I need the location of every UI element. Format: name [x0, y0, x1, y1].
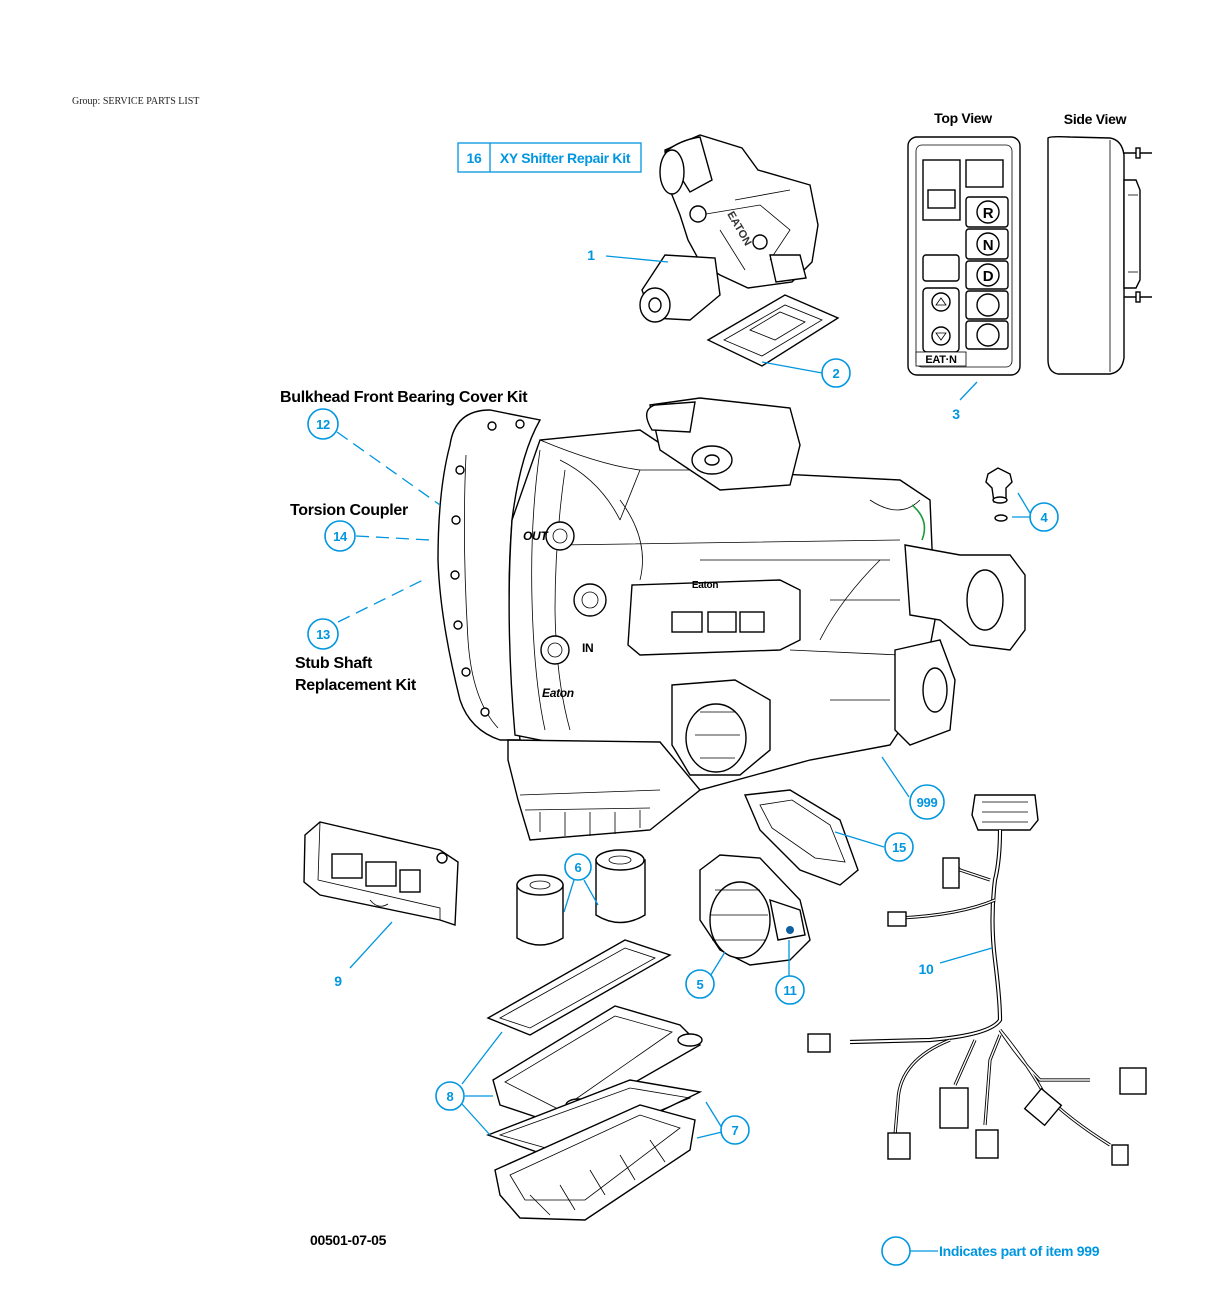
callout-12: 12	[316, 417, 330, 432]
kit-box-label: XY Shifter Repair Kit	[500, 150, 631, 166]
group-label: Group: SERVICE PARTS LIST	[72, 96, 200, 107]
side-view-label: Side View	[1064, 111, 1127, 127]
kit-box-16: 16 XY Shifter Repair Kit	[457, 142, 642, 173]
callout-3: 3	[952, 406, 960, 422]
figure-number: 00501-07-05	[310, 1232, 387, 1248]
harness-10-drawing	[807, 794, 1147, 1166]
case-brand-label: Eaton	[542, 686, 574, 700]
callout-2: 2	[833, 366, 840, 381]
shift-pad-side-view	[1047, 135, 1152, 375]
torsion-title: Torsion Coupler	[290, 502, 408, 519]
legend-text: Indicates part of item 999	[939, 1243, 1100, 1259]
callout-4: 4	[1041, 510, 1049, 525]
callout-11: 11	[783, 983, 796, 998]
filters-6-drawing	[516, 849, 646, 946]
tcm-9-drawing	[303, 821, 459, 926]
callout-7: 7	[732, 1123, 739, 1138]
in-port-label: IN	[582, 641, 593, 655]
transmission-drawing: OUT IN Eaton Eaton	[437, 397, 1026, 841]
callout-6: 6	[575, 860, 582, 875]
legend-circle-icon	[881, 1236, 911, 1266]
xy-shifter-drawing: EATON	[639, 134, 819, 323]
callout-15: 15	[892, 840, 906, 855]
sensor-4-drawing	[985, 467, 1013, 522]
bulkhead-title: Bulkhead Front Bearing Cover Kit	[280, 389, 528, 406]
callout-9: 9	[334, 973, 342, 989]
callout-999: 999	[917, 795, 938, 810]
callout-13: 13	[316, 627, 330, 642]
callout-14: 14	[333, 529, 348, 544]
callout-10: 10	[919, 961, 934, 977]
oil-pan-7-8-drawing	[485, 939, 703, 1221]
callout-5: 5	[697, 977, 704, 992]
kit-box-number: 16	[467, 150, 482, 166]
callout-1: 1	[587, 247, 595, 263]
leader-lines	[336, 255, 1031, 1252]
shift-pad-top-view: R N D EAT·N	[907, 136, 1021, 376]
gasket-2-drawing	[706, 294, 840, 367]
button-r-label: R	[983, 205, 994, 222]
button-d-label: D	[983, 268, 994, 285]
top-view-label: Top View	[934, 110, 992, 126]
shift-pad-buttons: R N D	[965, 196, 1009, 350]
stub-title-line2: Replacement Kit	[295, 677, 417, 694]
stub-title-line1: Stub Shaft	[295, 655, 373, 672]
pto-5-drawing	[699, 789, 859, 966]
tcm-brand-label: Eaton	[692, 580, 718, 591]
out-port-label: OUT	[523, 529, 549, 543]
shift-pad-brand: EAT·N	[925, 354, 957, 366]
callout-8: 8	[447, 1089, 454, 1104]
button-n-label: N	[983, 237, 994, 254]
